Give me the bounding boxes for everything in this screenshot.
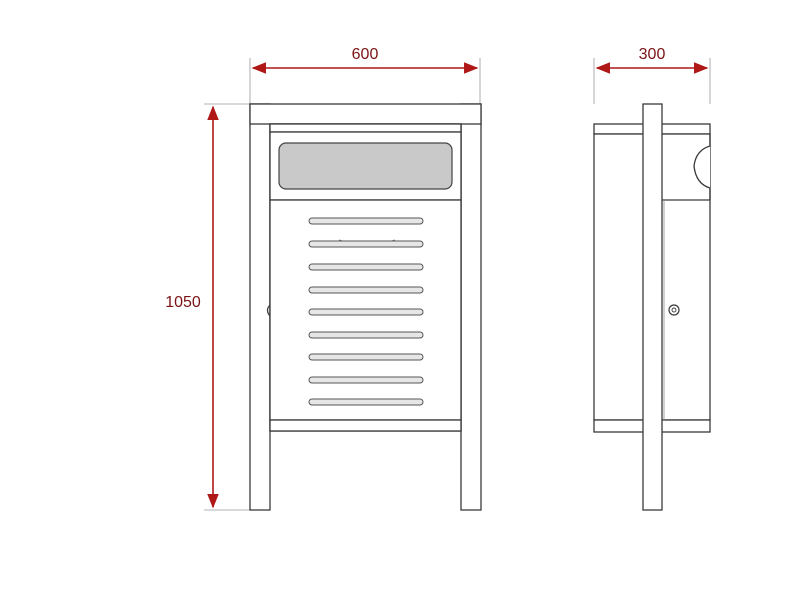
front-right-post — [460, 103, 482, 511]
louver-slot — [308, 308, 424, 316]
lock-icon — [668, 304, 680, 316]
handle-cutout-icon — [693, 134, 711, 200]
dimension-front-width: 600 — [249, 46, 481, 104]
dimension-side-depth: 300 — [593, 46, 711, 104]
louver-slot — [308, 240, 424, 248]
front-left-post — [249, 103, 271, 511]
dimension-label-width: 600 — [352, 46, 379, 63]
dimension-label-depth: 300 — [639, 46, 666, 63]
louver-slot — [308, 263, 424, 271]
louver-slot — [308, 353, 424, 361]
side-post — [642, 103, 663, 511]
bin-bottom-band — [269, 419, 462, 432]
louver-slot — [308, 217, 424, 225]
hinge-icon — [266, 304, 271, 317]
bin-lid-band — [269, 123, 462, 133]
louver-slot — [308, 286, 424, 294]
front-view — [249, 103, 482, 511]
dimension-label-height: 1050 — [165, 294, 201, 311]
louver-group — [308, 217, 424, 406]
louver-slot — [308, 376, 424, 384]
dimension-height: 1050 — [165, 103, 250, 511]
front-top-crossbar — [249, 103, 482, 125]
louver-slot — [308, 398, 424, 406]
viewing-window — [278, 142, 453, 190]
side-view — [593, 103, 711, 511]
louver-slot — [308, 331, 424, 339]
